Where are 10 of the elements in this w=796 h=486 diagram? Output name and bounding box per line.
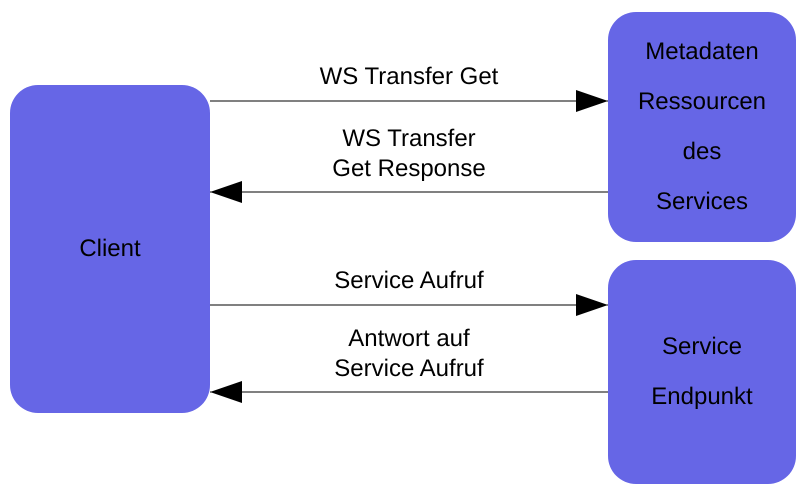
box-label: Service Endpunkt	[650, 332, 754, 412]
process-box	[608, 12, 796, 242]
box-label: Client	[78, 234, 142, 264]
process-box	[10, 85, 210, 413]
box-label: Metadaten Ressourcen des Services	[636, 37, 768, 217]
arrow	[210, 90, 608, 112]
process-box	[608, 260, 796, 484]
arrow	[210, 381, 608, 403]
arrow	[210, 294, 608, 316]
arrow	[210, 181, 608, 203]
